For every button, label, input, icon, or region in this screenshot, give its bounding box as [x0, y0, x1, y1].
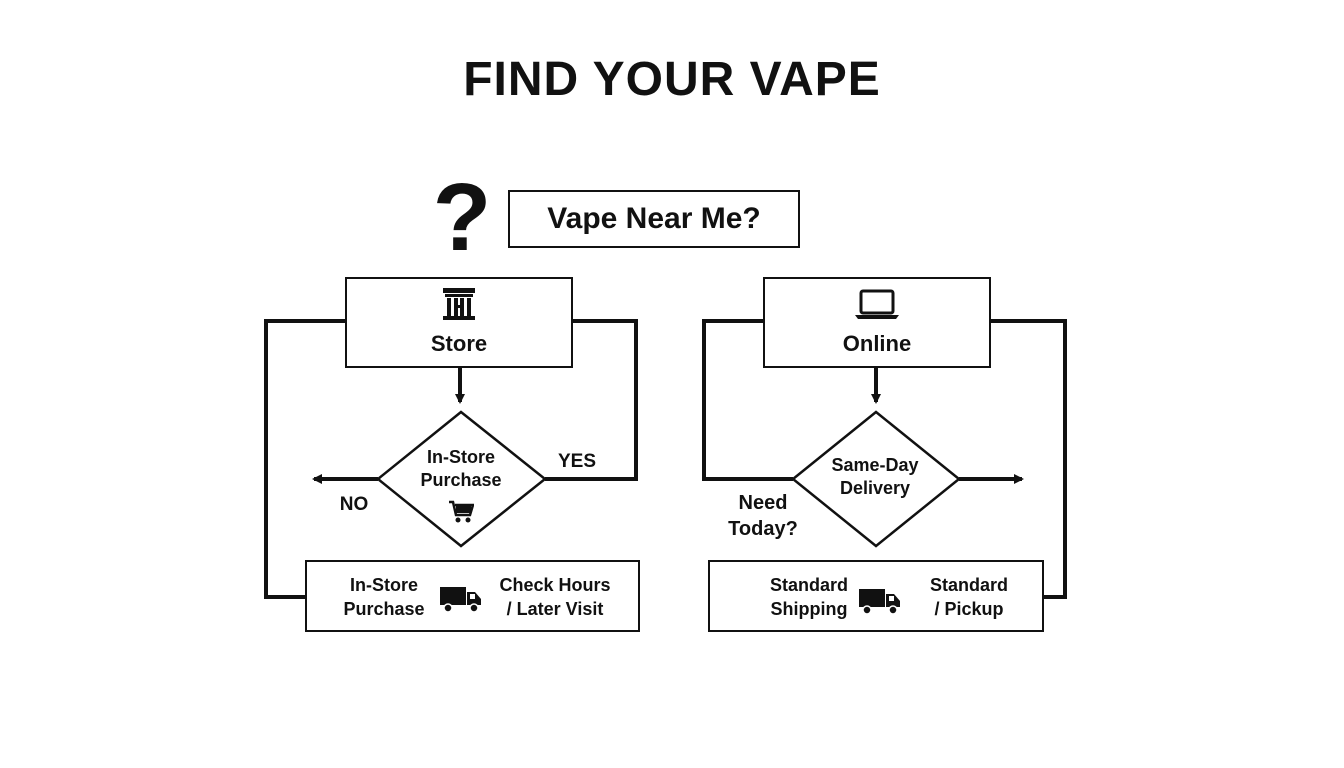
online-result-box: Standard Shipping Standard / Pickup [708, 560, 1044, 632]
online-result-left-line2: Shipping [770, 599, 848, 620]
delivery-truck-icon [440, 587, 481, 613]
yes-label: YES [557, 451, 597, 472]
online-left-loop [702, 319, 793, 481]
store-result-right-line2: / Later Visit [506, 599, 604, 620]
need-today-line2: Today? [728, 518, 798, 540]
question-label: Vape Near Me? [547, 202, 761, 235]
store-result-box: In-Store Purchase Check Hours / Later Vi… [305, 560, 640, 632]
laptop-icon [855, 289, 899, 319]
online-result-right-line1: Standard [929, 575, 1008, 595]
online-decision-line1: Same-Day [831, 455, 919, 475]
store-decision-line1: In-Store [426, 447, 495, 467]
store-node-label: Store [430, 331, 488, 356]
store-decision-label: In-Store Purchase [401, 446, 521, 493]
online-result-right-line2: / Pickup [934, 599, 1004, 620]
store-result-left-line2: Purchase [343, 599, 425, 620]
store-right-yes-loop [545, 319, 638, 481]
page-title: FIND YOUR VAPE [463, 53, 881, 106]
store-building-icon [443, 288, 475, 320]
store-node: Store [345, 277, 573, 368]
question-mark-icon: ? [432, 164, 492, 271]
store-result-left-line1: In-Store [349, 575, 418, 595]
online-right-loop [991, 319, 1067, 599]
online-result-right: Standard / Pickup [910, 573, 1028, 622]
store-decision-line2: Purchase [420, 470, 502, 491]
online-decision-label: Same-Day Delivery [815, 454, 935, 501]
online-node-label: Online [842, 331, 912, 356]
store-result-right-line1: Check Hours [499, 575, 611, 595]
store-result-right: Check Hours / Later Visit [487, 573, 623, 622]
online-decision-line2: Delivery [839, 478, 911, 499]
shopping-cart-icon [449, 500, 474, 523]
store-result-left: In-Store Purchase [325, 573, 443, 622]
no-label: NO [339, 494, 369, 515]
online-decision-diamond [791, 410, 961, 548]
online-result-left: Standard Shipping [752, 573, 866, 622]
online-result-left-line1: Standard [769, 575, 848, 595]
delivery-truck-icon [859, 589, 900, 615]
question-box: Vape Near Me? [508, 190, 800, 248]
store-left-loop [264, 319, 345, 599]
need-today-label: Need Today? [718, 490, 808, 542]
online-node: Online [763, 277, 991, 368]
store-decision-diamond [376, 410, 548, 548]
need-today-line1: Need [738, 492, 788, 514]
